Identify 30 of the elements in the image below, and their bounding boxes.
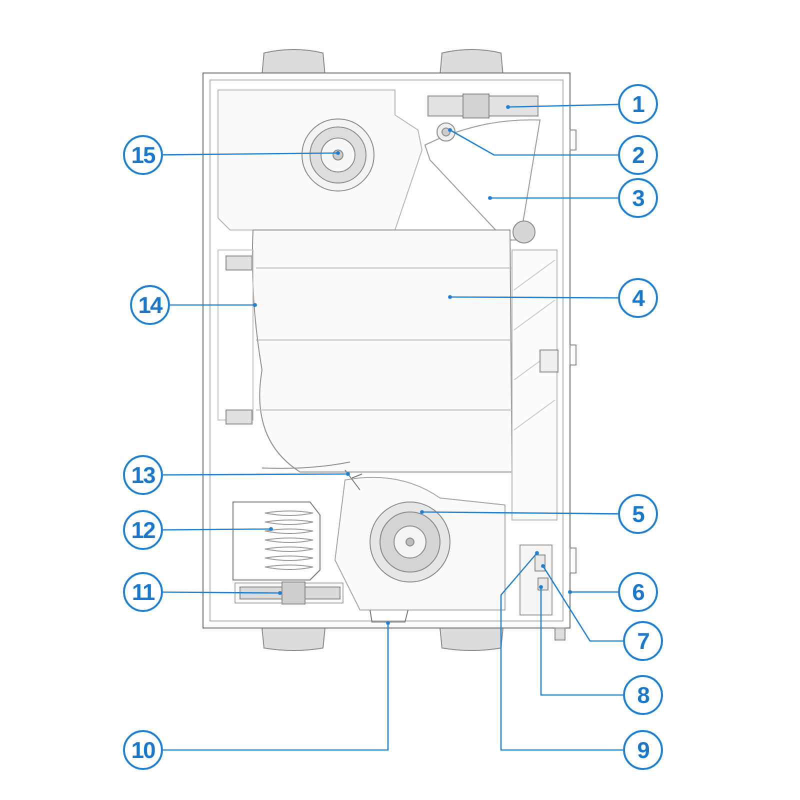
- leader-line: [488, 196, 618, 200]
- leader-line: [163, 527, 273, 531]
- callout-number: 9: [623, 730, 663, 770]
- callout-number: 3: [618, 178, 658, 218]
- leader-line: [170, 303, 257, 307]
- leader-line: [163, 151, 340, 156]
- callout-number: 7: [623, 621, 663, 661]
- callout-number: 14: [130, 285, 170, 325]
- callout-number: 10: [123, 730, 163, 770]
- callout-number: 1: [618, 84, 658, 124]
- leader-line: [568, 590, 618, 594]
- leader-line: [448, 128, 618, 156]
- callout-number: 5: [618, 494, 658, 534]
- callout-number: 11: [123, 572, 163, 612]
- leader-line: [163, 591, 282, 595]
- leader-line: [448, 295, 618, 299]
- leader-line: [500, 551, 623, 751]
- callout-number: 8: [623, 675, 663, 715]
- leader-line: [163, 621, 390, 751]
- leader-line: [506, 104, 618, 109]
- callout-number: 12: [123, 510, 163, 550]
- leader-line: [163, 472, 350, 476]
- callout-number: 6: [618, 572, 658, 612]
- leader-line: [420, 510, 618, 514]
- callout-number: 13: [123, 455, 163, 495]
- callout-number: 4: [618, 278, 658, 318]
- callout-number: 15: [123, 135, 163, 175]
- callout-number: 2: [618, 135, 658, 175]
- leader-line: [541, 564, 623, 642]
- leader-line: [539, 585, 623, 696]
